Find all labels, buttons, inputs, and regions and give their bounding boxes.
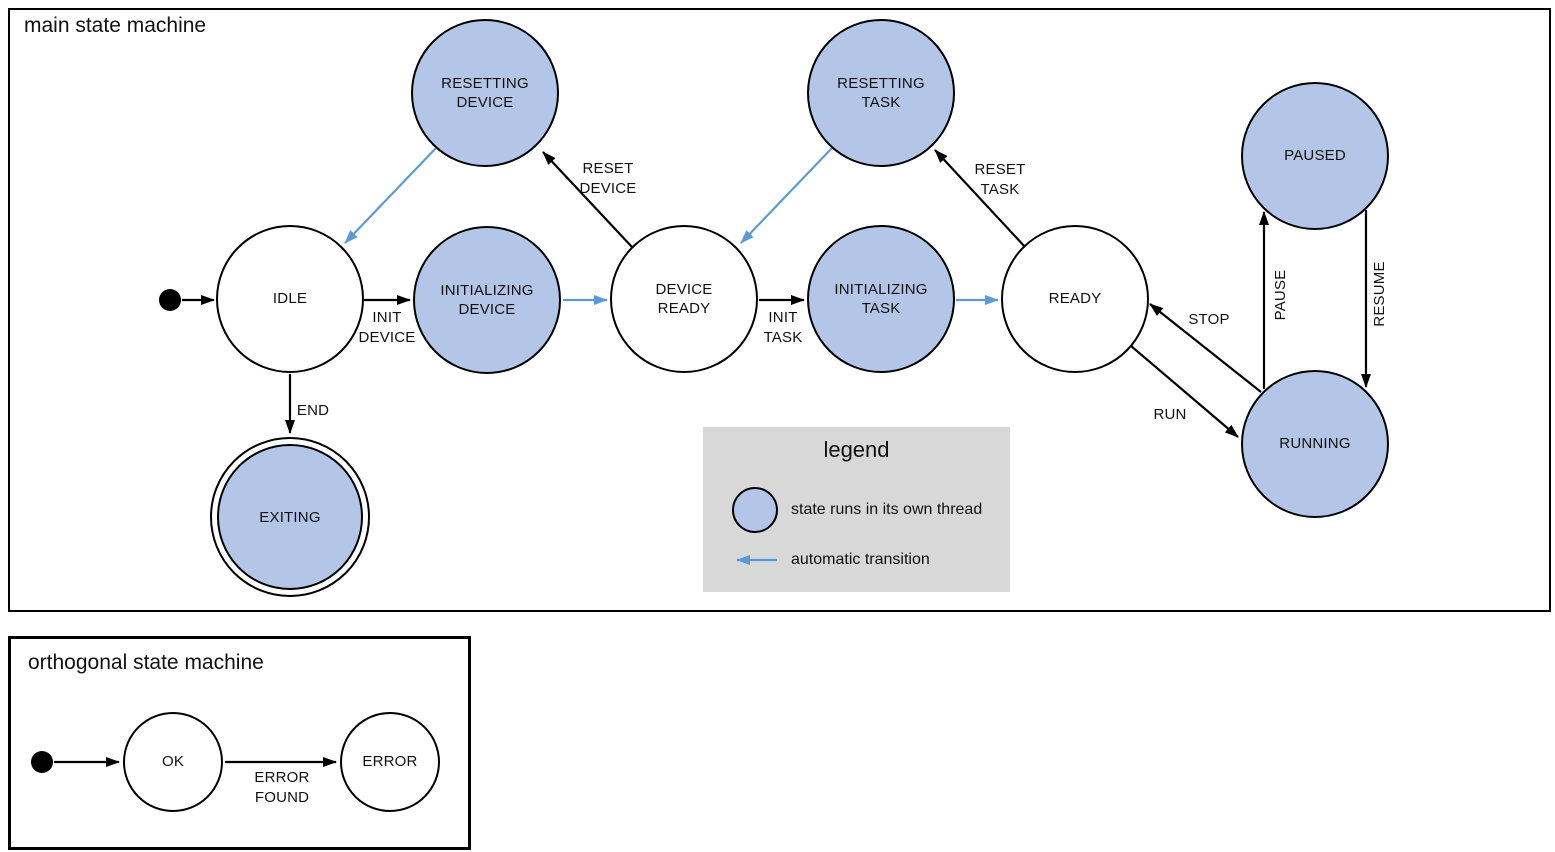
state-initializing-device: INITIALIZING DEVICE [413, 226, 561, 374]
transition-label-init-task: INIT TASK [763, 308, 803, 346]
state-resetting-device: RESETTING DEVICE [411, 19, 559, 167]
transition-label-end: END [296, 401, 330, 419]
state-exiting-final-ring: EXITING [210, 437, 370, 597]
state-ready: READY [1001, 225, 1149, 373]
legend-title: legend [823, 437, 890, 462]
transition-label-reset-task: RESET TASK [974, 160, 1026, 198]
state-ok: OK [123, 712, 223, 812]
state-resetting-task: RESETTING TASK [807, 19, 955, 167]
automatic-transition-arrow-icon [736, 555, 777, 565]
legend-panel: legend state runs in its own thread auto… [703, 427, 1010, 592]
transition-label-stop: STOP [1188, 310, 1230, 328]
state-running: RUNNING [1241, 370, 1389, 518]
transition-label-error-found: ERROR FOUND [254, 768, 310, 806]
initial-state-dot-orthogonal [31, 751, 53, 773]
legend-auto-label: automatic transition [791, 551, 930, 568]
state-idle: IDLE [216, 225, 364, 373]
threaded-state-icon [732, 487, 778, 533]
state-exiting: EXITING [217, 444, 363, 590]
state-initializing-task: INITIALIZING TASK [807, 225, 955, 373]
transition-label-pause: PAUSE [1271, 269, 1289, 321]
transition-label-run: RUN [1153, 405, 1187, 423]
state-device-ready: DEVICE READY [610, 225, 758, 373]
state-paused: PAUSED [1241, 82, 1389, 230]
legend-threaded-label: state runs in its own thread [791, 501, 983, 518]
orthogonal-panel-title: orthogonal state machine [28, 651, 264, 674]
initial-state-dot-main [159, 289, 181, 311]
transition-label-reset-device: RESET DEVICE [579, 159, 637, 197]
transition-label-init-device: INIT DEVICE [358, 308, 416, 346]
main-panel-title: main state machine [24, 14, 207, 37]
state-error: ERROR [340, 712, 440, 812]
transition-label-resume: RESUME [1370, 261, 1388, 327]
